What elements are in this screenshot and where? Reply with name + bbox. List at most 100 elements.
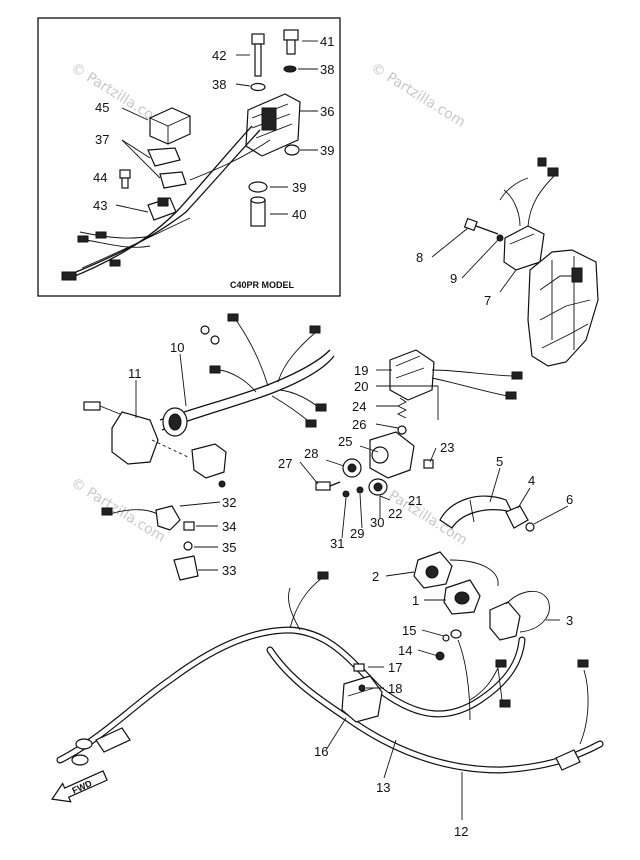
washer-15 — [442, 634, 450, 642]
callout-20: 20 — [354, 379, 368, 394]
unit-7 — [499, 157, 559, 271]
callout-7: 7 — [484, 293, 491, 308]
part-32-assembly — [101, 505, 181, 531]
nut-31 — [342, 490, 350, 498]
callout-22: 22 — [388, 506, 402, 521]
callout-42: 42 — [212, 48, 226, 63]
cable-13 — [56, 626, 526, 764]
leaders-32-35 — [179, 501, 221, 571]
inset-wire-harness — [61, 125, 271, 281]
spark-plug-cap-3 — [489, 590, 550, 641]
spark-plug-cap-30 — [368, 478, 388, 496]
fwd-label: FWD — [71, 778, 94, 796]
callout-19: 19 — [354, 363, 368, 378]
inset-c40pr-model: C40PR MODEL — [37, 17, 341, 297]
cdi-unit-area — [431, 157, 599, 367]
inset-frame — [37, 17, 341, 297]
wire-1-2 — [449, 559, 499, 587]
watermark-2: © Partzilla.com — [368, 60, 468, 131]
leaders-1-6 — [385, 467, 569, 621]
callout-32: 32 — [222, 495, 236, 510]
small-bracket — [191, 443, 227, 488]
bolt-27 — [315, 481, 341, 491]
callout-27: 27 — [278, 456, 292, 471]
callout-15: 15 — [402, 623, 416, 638]
inset-leaders — [115, 40, 318, 215]
callout-1: 1 — [412, 593, 419, 608]
spring-24 — [396, 397, 408, 419]
callout-33: 33 — [222, 563, 236, 578]
callout-38a: 38 — [320, 62, 334, 77]
callout-25: 25 — [338, 434, 352, 449]
bracket-37a — [147, 147, 181, 167]
callout-18: 18 — [388, 681, 402, 696]
washer-38b — [250, 82, 266, 92]
washer-9 — [496, 234, 504, 242]
callout-11: 11 — [128, 366, 142, 381]
fwd-arrow-icon: FWD — [51, 770, 108, 803]
leaders-center — [299, 369, 439, 539]
coil-assembly-19 — [389, 349, 523, 401]
callout-13: 13 — [376, 780, 390, 795]
washer-29 — [356, 486, 364, 494]
starter-relay-36 — [245, 93, 301, 157]
inset-caption: C40PR MODEL — [230, 280, 295, 290]
callout-3: 3 — [566, 613, 573, 628]
callout-37: 37 — [95, 132, 109, 147]
part-2 — [413, 551, 453, 589]
leader-10 — [179, 353, 187, 407]
callout-30: 30 — [370, 515, 384, 530]
callout-26: 26 — [352, 417, 366, 432]
callout-10: 10 — [170, 340, 184, 355]
bolt-8 — [463, 217, 499, 235]
coil-body-25 — [369, 431, 415, 479]
callout-24: 24 — [352, 399, 366, 414]
callout-4: 4 — [528, 473, 535, 488]
screw-34 — [183, 521, 195, 531]
callout-43: 43 — [93, 198, 107, 213]
bracket-37b — [159, 171, 187, 189]
callout-40: 40 — [292, 207, 306, 222]
cable-ends — [71, 571, 589, 771]
callout-31: 31 — [330, 536, 344, 551]
callout-41: 41 — [320, 34, 334, 49]
screw-41 — [283, 29, 299, 55]
cap-26 — [397, 425, 407, 435]
washer-38a — [283, 65, 297, 73]
screw-44 — [119, 169, 131, 189]
callout-21: 21 — [408, 493, 422, 508]
leader-11b — [151, 439, 191, 459]
nut-14 — [435, 651, 445, 661]
callout-8: 8 — [416, 250, 423, 265]
relay-box-45 — [149, 107, 191, 145]
washer-35 — [183, 541, 193, 551]
callout-28: 28 — [304, 446, 318, 461]
callout-45: 45 — [95, 100, 109, 115]
callout-34: 34 — [222, 519, 236, 534]
callout-16: 16 — [314, 744, 328, 759]
screw-17 — [353, 663, 365, 672]
callout-44: 44 — [93, 170, 107, 185]
bolt-42 — [251, 33, 265, 77]
clamp-4 — [505, 505, 529, 529]
callout-14: 14 — [398, 643, 412, 658]
clamp-5 — [439, 495, 514, 529]
screw-23 — [423, 459, 434, 469]
bracket-33 — [173, 555, 199, 581]
grommet-39b — [248, 181, 268, 193]
leaders-bottom — [325, 629, 463, 820]
main-wire-harness-10 — [159, 313, 335, 437]
callout-36: 36 — [320, 104, 334, 119]
callout-2: 2 — [372, 569, 379, 584]
callout-12: 12 — [454, 824, 468, 839]
grommet-28 — [342, 458, 362, 478]
callout-23: 23 — [440, 440, 454, 455]
screw-6 — [525, 522, 535, 532]
mount-bracket — [527, 249, 599, 367]
sleeve-40 — [250, 196, 266, 227]
washer-18 — [358, 684, 366, 692]
part-16 — [341, 675, 383, 723]
callout-9: 9 — [450, 271, 457, 286]
grommet-39a — [284, 144, 300, 156]
callout-39b: 39 — [292, 180, 306, 195]
